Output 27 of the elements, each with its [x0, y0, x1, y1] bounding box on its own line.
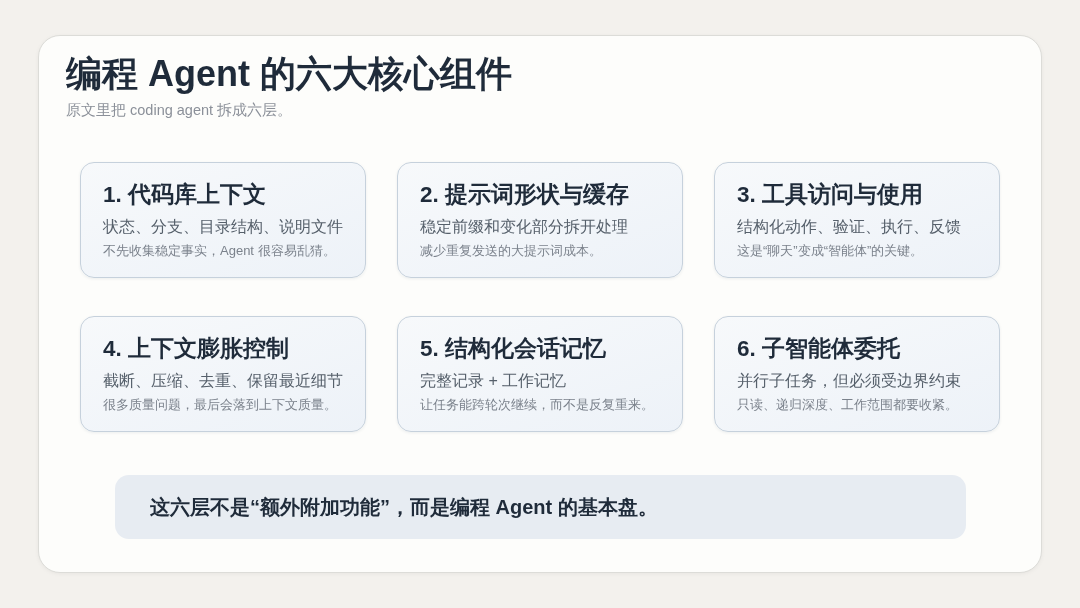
component-card [80, 316, 366, 432]
summary-text: 这六层不是“额外附加功能”，而是编程 Agent 的基本盘。 [150, 495, 658, 520]
card-note: 这是“聊天”变成“智能体”的关键。 [737, 243, 924, 260]
card-note: 很多质量问题，最后会落到上下文质量。 [103, 397, 337, 414]
slide-title: 编程 Agent 的六大核心组件 [66, 52, 512, 96]
card-note: 减少重复发送的大提示词成本。 [420, 243, 602, 260]
component-card [80, 162, 366, 278]
component-card [397, 316, 683, 432]
card-note: 不先收集稳定事实，Agent 很容易乱猜。 [103, 243, 336, 260]
card-heading: 1. 代码库上下文 [103, 181, 267, 208]
card-note: 只读、递归深度、工作范围都要收紧。 [737, 397, 958, 414]
card-description: 状态、分支、目录结构、说明文件 [103, 217, 343, 237]
card-heading: 4. 上下文膨胀控制 [103, 335, 290, 362]
component-card [397, 162, 683, 278]
card-heading: 5. 结构化会话记忆 [420, 335, 607, 362]
card-description: 结构化动作、验证、执行、反馈 [737, 217, 961, 237]
card-description: 完整记录 + 工作记忆 [420, 371, 567, 391]
component-card [714, 316, 1000, 432]
card-description: 并行子任务，但必须受边界约束 [737, 371, 961, 391]
card-note: 让任务能跨轮次继续，而不是反复重来。 [420, 397, 654, 414]
card-heading: 6. 子智能体委托 [737, 335, 901, 362]
card-description: 稳定前缀和变化部分拆开处理 [420, 217, 628, 237]
card-heading: 2. 提示词形状与缓存 [420, 181, 630, 208]
card-heading: 3. 工具访问与使用 [737, 181, 924, 208]
card-description: 截断、压缩、去重、保留最近细节 [103, 371, 343, 391]
component-card [714, 162, 1000, 278]
subtitle: 原文里把 coding agent 拆成六层。 [66, 101, 293, 120]
